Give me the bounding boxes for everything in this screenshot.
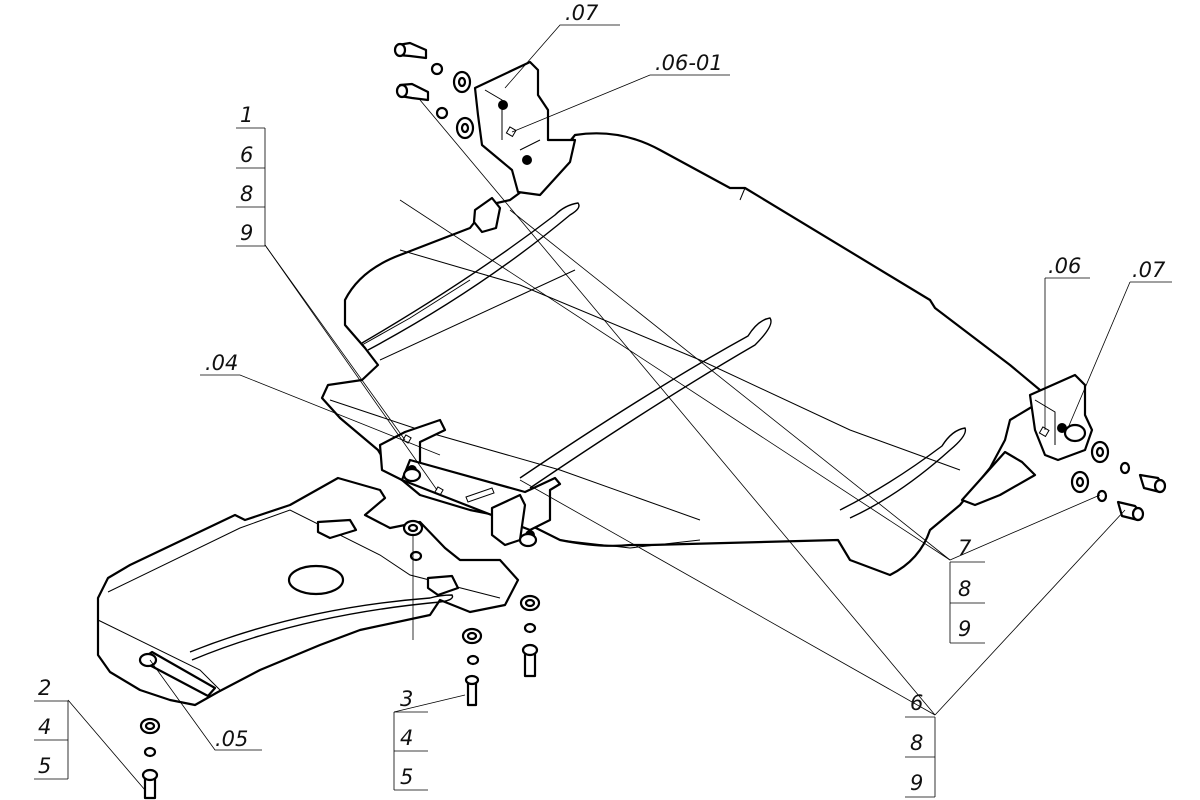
stack-item: 8: [910, 731, 923, 755]
stack-item: 6: [910, 691, 923, 715]
stack-item: 9: [958, 617, 971, 641]
stack-bottom-mid: 3 4 5: [393, 687, 428, 791]
callout-06-right: .06: [1048, 254, 1081, 278]
stack-item: 8: [958, 577, 971, 601]
stack-item: 4: [38, 715, 51, 739]
leader-lines: [67, 24, 1172, 791]
stack-left-top: 1 6 8 9: [236, 103, 266, 247]
callout-07-top: .07: [565, 1, 599, 25]
fasteners-right: [1070, 440, 1167, 522]
bracket-04: [378, 418, 562, 548]
main-skid-plate: [320, 132, 1042, 577]
fasteners-bottom: [139, 519, 541, 800]
callout-labels: .07 .06-01 .04 .05 .06 .07: [205, 1, 1166, 751]
stack-right-mid: 7 8 9: [949, 536, 985, 644]
stack-bottom-left: 2 4 5: [34, 676, 69, 780]
callout-04: .04: [205, 351, 238, 375]
callout-06-01: .06-01: [655, 51, 723, 75]
stack-item: 4: [400, 726, 413, 750]
callout-07-right: .07: [1132, 258, 1166, 282]
stack-right-bottom: 6 8 9: [905, 691, 936, 798]
stack-item: 7: [958, 536, 972, 560]
bracket-top: [472, 60, 577, 234]
stack-item: 3: [400, 687, 413, 711]
callout-05: .05: [215, 727, 248, 751]
stack-item: 5: [38, 754, 51, 778]
stack-item: 9: [910, 771, 923, 795]
stack-item: 1: [240, 103, 253, 127]
stack-item: 6: [240, 143, 253, 167]
stack-item: 5: [400, 765, 413, 789]
stack-item: 8: [240, 182, 253, 206]
stack-item: 2: [38, 676, 51, 700]
fasteners-top: [393, 41, 475, 140]
bracket-right: [960, 373, 1094, 507]
front-guard-plate: [96, 476, 520, 707]
stack-item: 9: [240, 221, 253, 245]
